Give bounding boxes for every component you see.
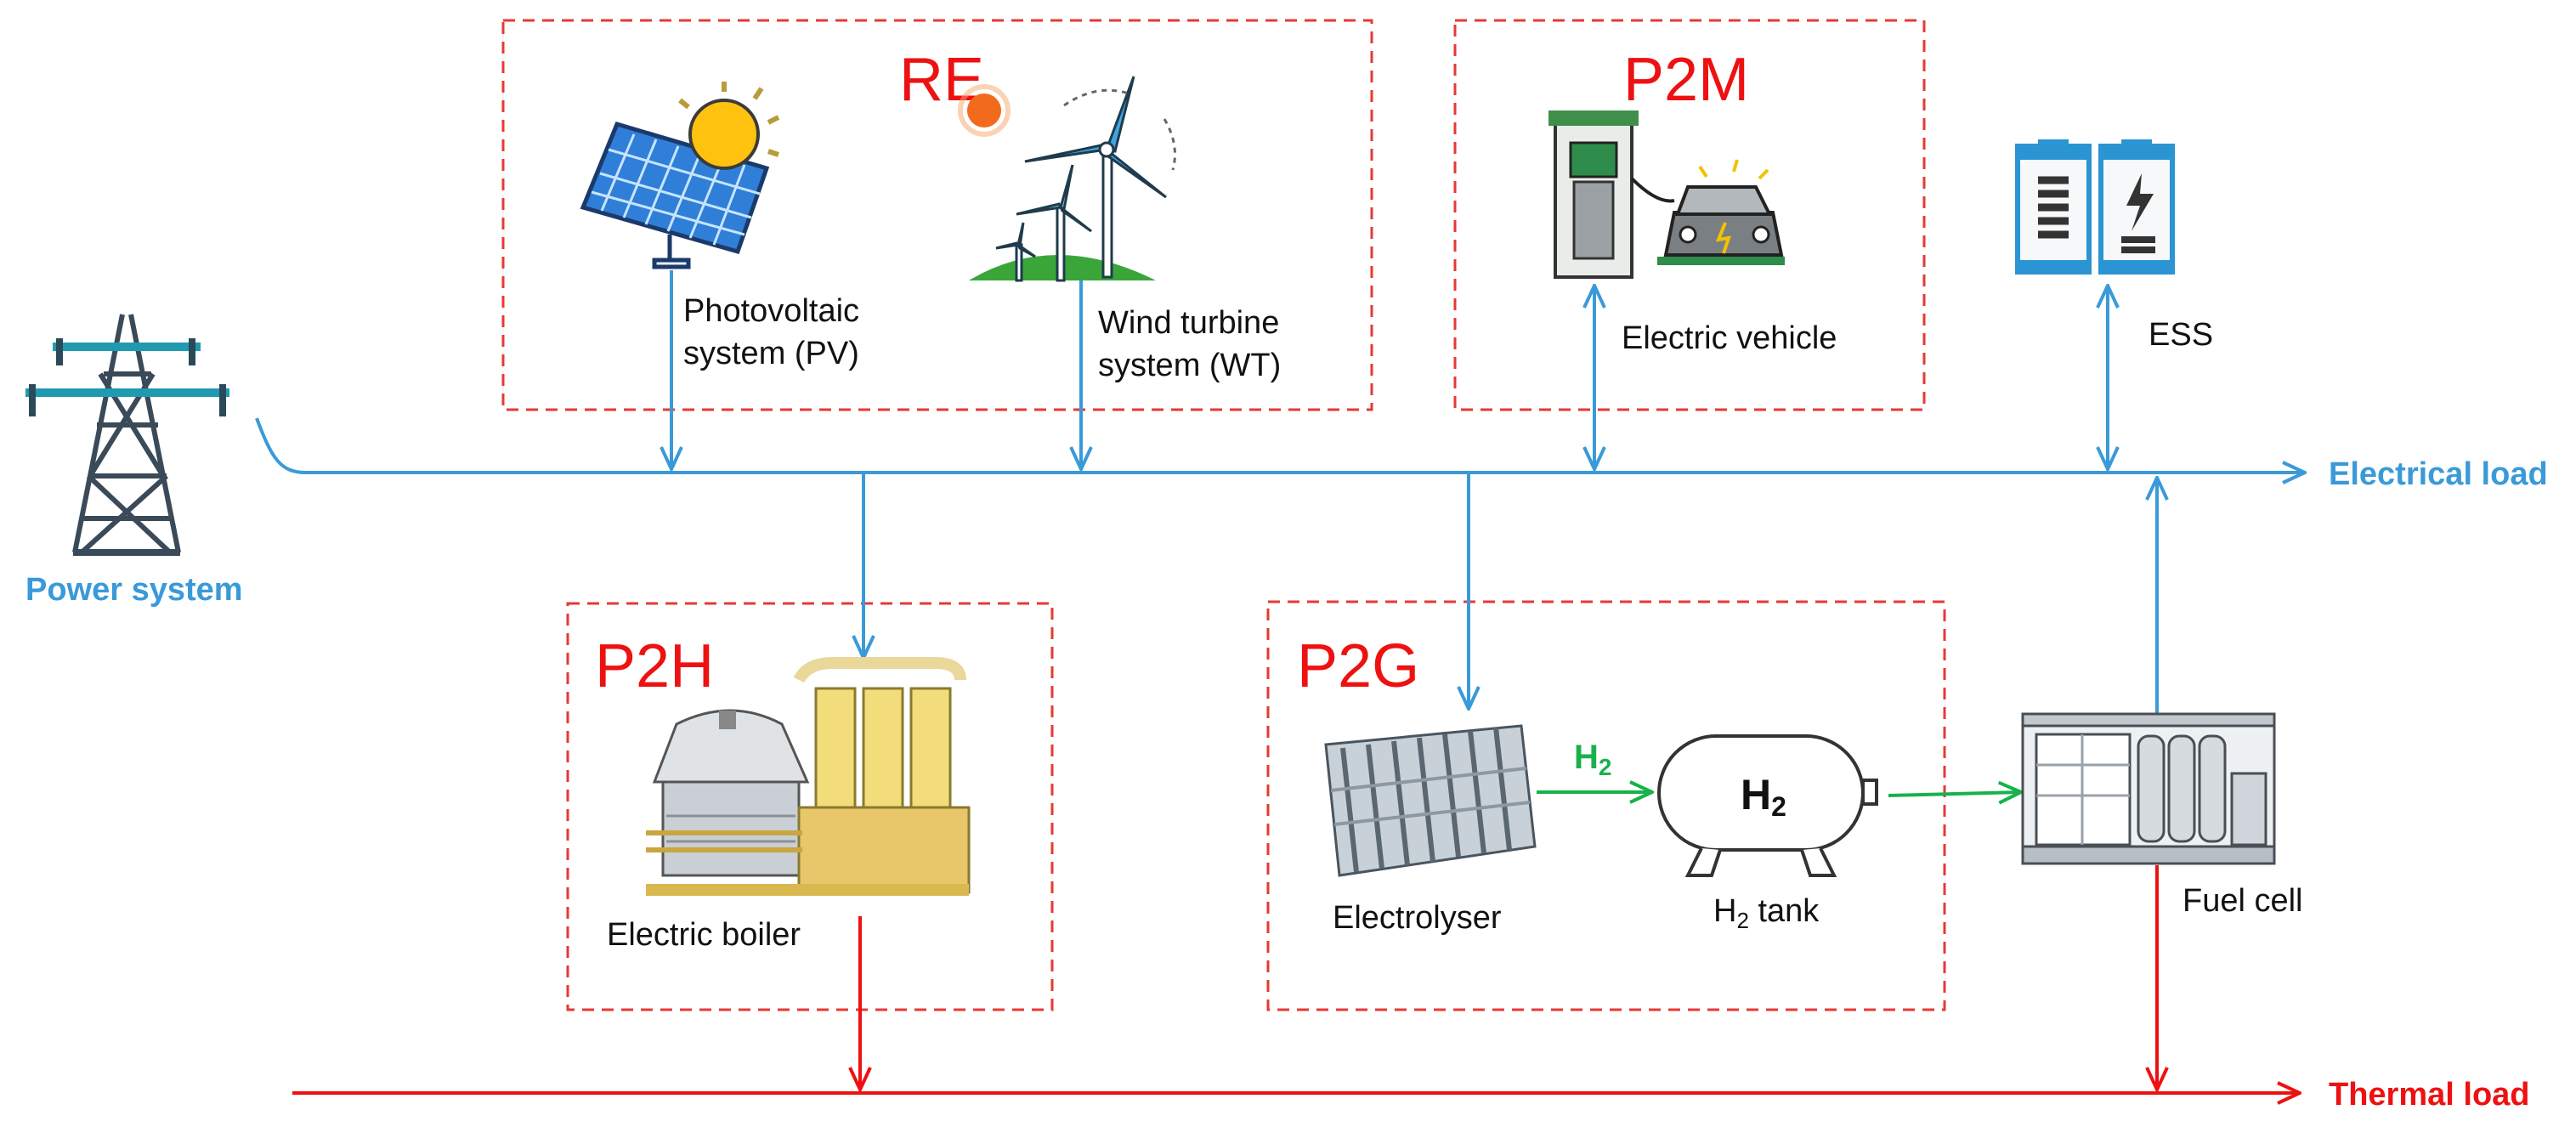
wt-label-line2: system (WT) [1098,348,1281,383]
h2-flow-label-sub: 2 [1599,754,1612,780]
h2-tank-label: H2 tank [1713,893,1820,933]
h2-tank-label-sub: 2 [1736,908,1748,933]
h2-flow-label: H2 [1574,739,1611,780]
power-system-feed-line [255,417,307,474]
p2h-group-box [566,602,1054,1011]
h2-tank-label-h: H [1713,893,1736,929]
ess-label: ESS [2149,317,2213,353]
electric-boiler-icon [646,657,971,896]
electrolyser-icon [1324,724,1537,877]
sun-icon [678,82,1011,170]
wind-turbine-icon [969,76,1176,282]
p2m-group-box [1453,19,1926,411]
h2-tank-label-rest: tank [1749,893,1820,929]
electrical-load-label: Electrical load [2329,456,2548,492]
pv-label-line1: Photovoltaic [683,293,859,329]
wt-label-line1: Wind turbine [1098,305,1279,341]
p2h-group-title: P2H [595,632,714,700]
electrolyser-label: Electrolyser [1333,900,1502,936]
p2g-group-title: P2G [1297,632,1419,700]
tank-to-fuelcell-arrow [1888,792,2021,796]
tank-h2-mark-main: H [1741,771,1771,818]
power-system-label: Power system [25,572,243,608]
transmission-tower-icon [25,314,229,556]
re-group-box [501,19,1373,411]
ev-label: Electric vehicle [1622,320,1837,356]
fuel-cell-icon [2021,712,2276,865]
fuel-cell-label: Fuel cell [2183,883,2303,919]
p2g-group-box [1266,600,1946,1011]
electric-boiler-label: Electric boiler [607,917,801,953]
thermal-load-label: Thermal load [2329,1077,2530,1113]
hydrogen-tank-icon: H2 [1657,734,1878,877]
battery-icon [2015,139,2175,275]
tank-h2-mark: H2 [1741,771,1786,822]
tank-h2-mark-sub: 2 [1771,791,1786,822]
p2m-group-title: P2M [1623,46,1749,114]
pv-label-line2: system (PV) [683,336,859,371]
h2-flow-label-main: H [1574,739,1599,776]
ev-charger-icon [1548,110,1785,279]
